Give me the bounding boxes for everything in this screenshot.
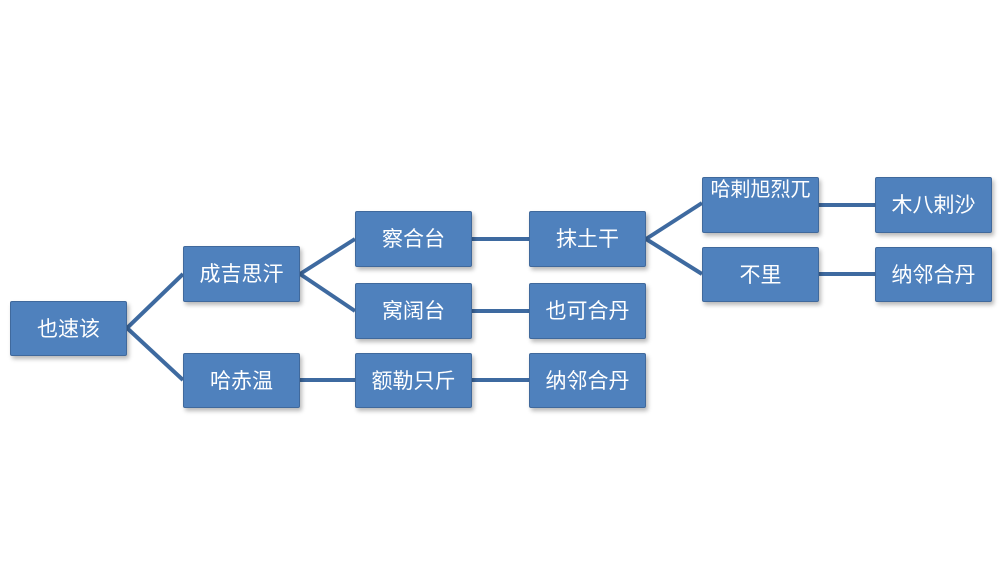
node-label: 也可合丹	[545, 299, 630, 323]
node-qaraqu: 哈剌旭烈兀	[702, 177, 819, 233]
node-label: 额勒只斤	[371, 368, 456, 393]
node-label: 纳邻合丹	[545, 368, 630, 393]
node-mubarak: 木八剌沙	[875, 177, 992, 233]
connector-mutugan-buri	[644, 237, 704, 276]
node-label: 察合台	[382, 227, 445, 251]
node-label: 抹土干	[556, 227, 619, 251]
node-yesugei: 也速该	[10, 301, 127, 356]
connector-temujin-chagatai	[298, 237, 357, 276]
node-mutugan: 抹土干	[529, 211, 646, 267]
node-label: 不里	[739, 262, 782, 287]
node-buri: 不里	[702, 247, 819, 302]
node-label: 纳邻合丹	[891, 262, 976, 287]
node-label: 木八剌沙	[891, 193, 976, 217]
node-label: 哈赤温	[210, 368, 273, 393]
connector-yesugei-hachiun	[125, 326, 185, 382]
node-label: 窝阔台	[382, 299, 445, 323]
node-label: 哈剌旭烈兀	[710, 177, 811, 201]
node-hachiun: 哈赤温	[183, 353, 300, 408]
node-label: 成吉思汗	[199, 262, 284, 286]
connector-yesugei-temujin	[125, 272, 185, 330]
node-ogedei: 窝阔台	[355, 283, 472, 339]
node-eljigidei: 额勒只斤	[355, 353, 472, 408]
node-temujin: 成吉思汗	[183, 246, 300, 302]
node-label: 也速该	[37, 316, 100, 341]
connector-temujin-ogedei	[298, 272, 357, 313]
connector-mutugan-qaraqu	[644, 201, 704, 241]
node-yekeqada: 也可合丹	[529, 283, 646, 339]
node-chagatai: 察合台	[355, 211, 472, 267]
node-naliqada-2: 纳邻合丹	[875, 247, 992, 302]
node-naliqada-1: 纳邻合丹	[529, 353, 646, 408]
